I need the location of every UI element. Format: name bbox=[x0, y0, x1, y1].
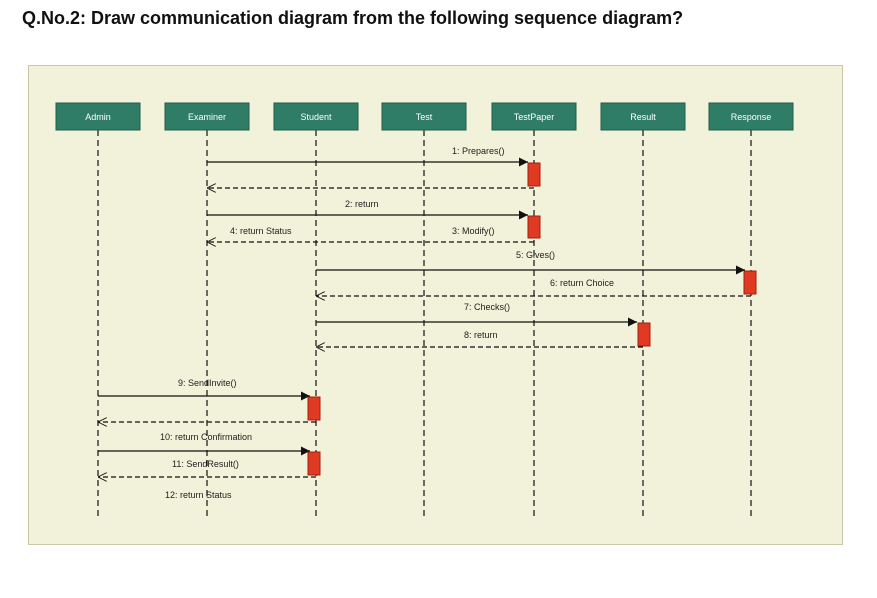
lifeline-label-testpaper: TestPaper bbox=[514, 112, 555, 122]
message-label-9: 9: SendInvite() bbox=[178, 378, 237, 388]
message-label-8: 8: return bbox=[464, 330, 498, 340]
activation-box-testpaper bbox=[527, 215, 541, 239]
message-label-6: 6: return Choice bbox=[550, 278, 614, 288]
activation-box-response bbox=[743, 270, 757, 295]
question-title: Q.No.2: Draw communication diagram from … bbox=[22, 8, 684, 28]
activation-box-result bbox=[637, 322, 651, 347]
lifeline-header-result: Result bbox=[600, 102, 686, 131]
lifeline-label-examiner: Examiner bbox=[188, 112, 226, 122]
message-label-5: 5: Gives() bbox=[516, 250, 555, 260]
lifeline-label-test: Test bbox=[416, 112, 433, 122]
lifeline-label-student: Student bbox=[300, 112, 332, 122]
lifeline-header-testpaper: TestPaper bbox=[491, 102, 577, 131]
message-label-12: 12: return Status bbox=[165, 490, 232, 500]
lifeline-label-response: Response bbox=[731, 112, 772, 122]
message-label-3: 3: Modify() bbox=[452, 226, 495, 236]
lifeline-header-admin: Admin bbox=[55, 102, 141, 131]
lifeline-label-result: Result bbox=[630, 112, 656, 122]
diagram-frame bbox=[28, 65, 843, 545]
message-label-1: 1: Prepares() bbox=[452, 146, 505, 156]
activation-box-testpaper bbox=[527, 162, 541, 187]
message-label-2: 2: return bbox=[345, 199, 379, 209]
activation-box-student bbox=[307, 396, 321, 421]
message-label-7: 7: Checks() bbox=[464, 302, 510, 312]
lifeline-label-admin: Admin bbox=[85, 112, 111, 122]
lifeline-header-response: Response bbox=[708, 102, 794, 131]
lifeline-header-test: Test bbox=[381, 102, 467, 131]
message-label-11: 11: SendResult() bbox=[172, 459, 239, 469]
message-label-10: 10: return Confirmation bbox=[160, 432, 252, 442]
lifeline-header-examiner: Examiner bbox=[164, 102, 250, 131]
activation-box-student bbox=[307, 451, 321, 476]
message-label-4: 4: return Status bbox=[230, 226, 292, 236]
lifeline-header-student: Student bbox=[273, 102, 359, 131]
